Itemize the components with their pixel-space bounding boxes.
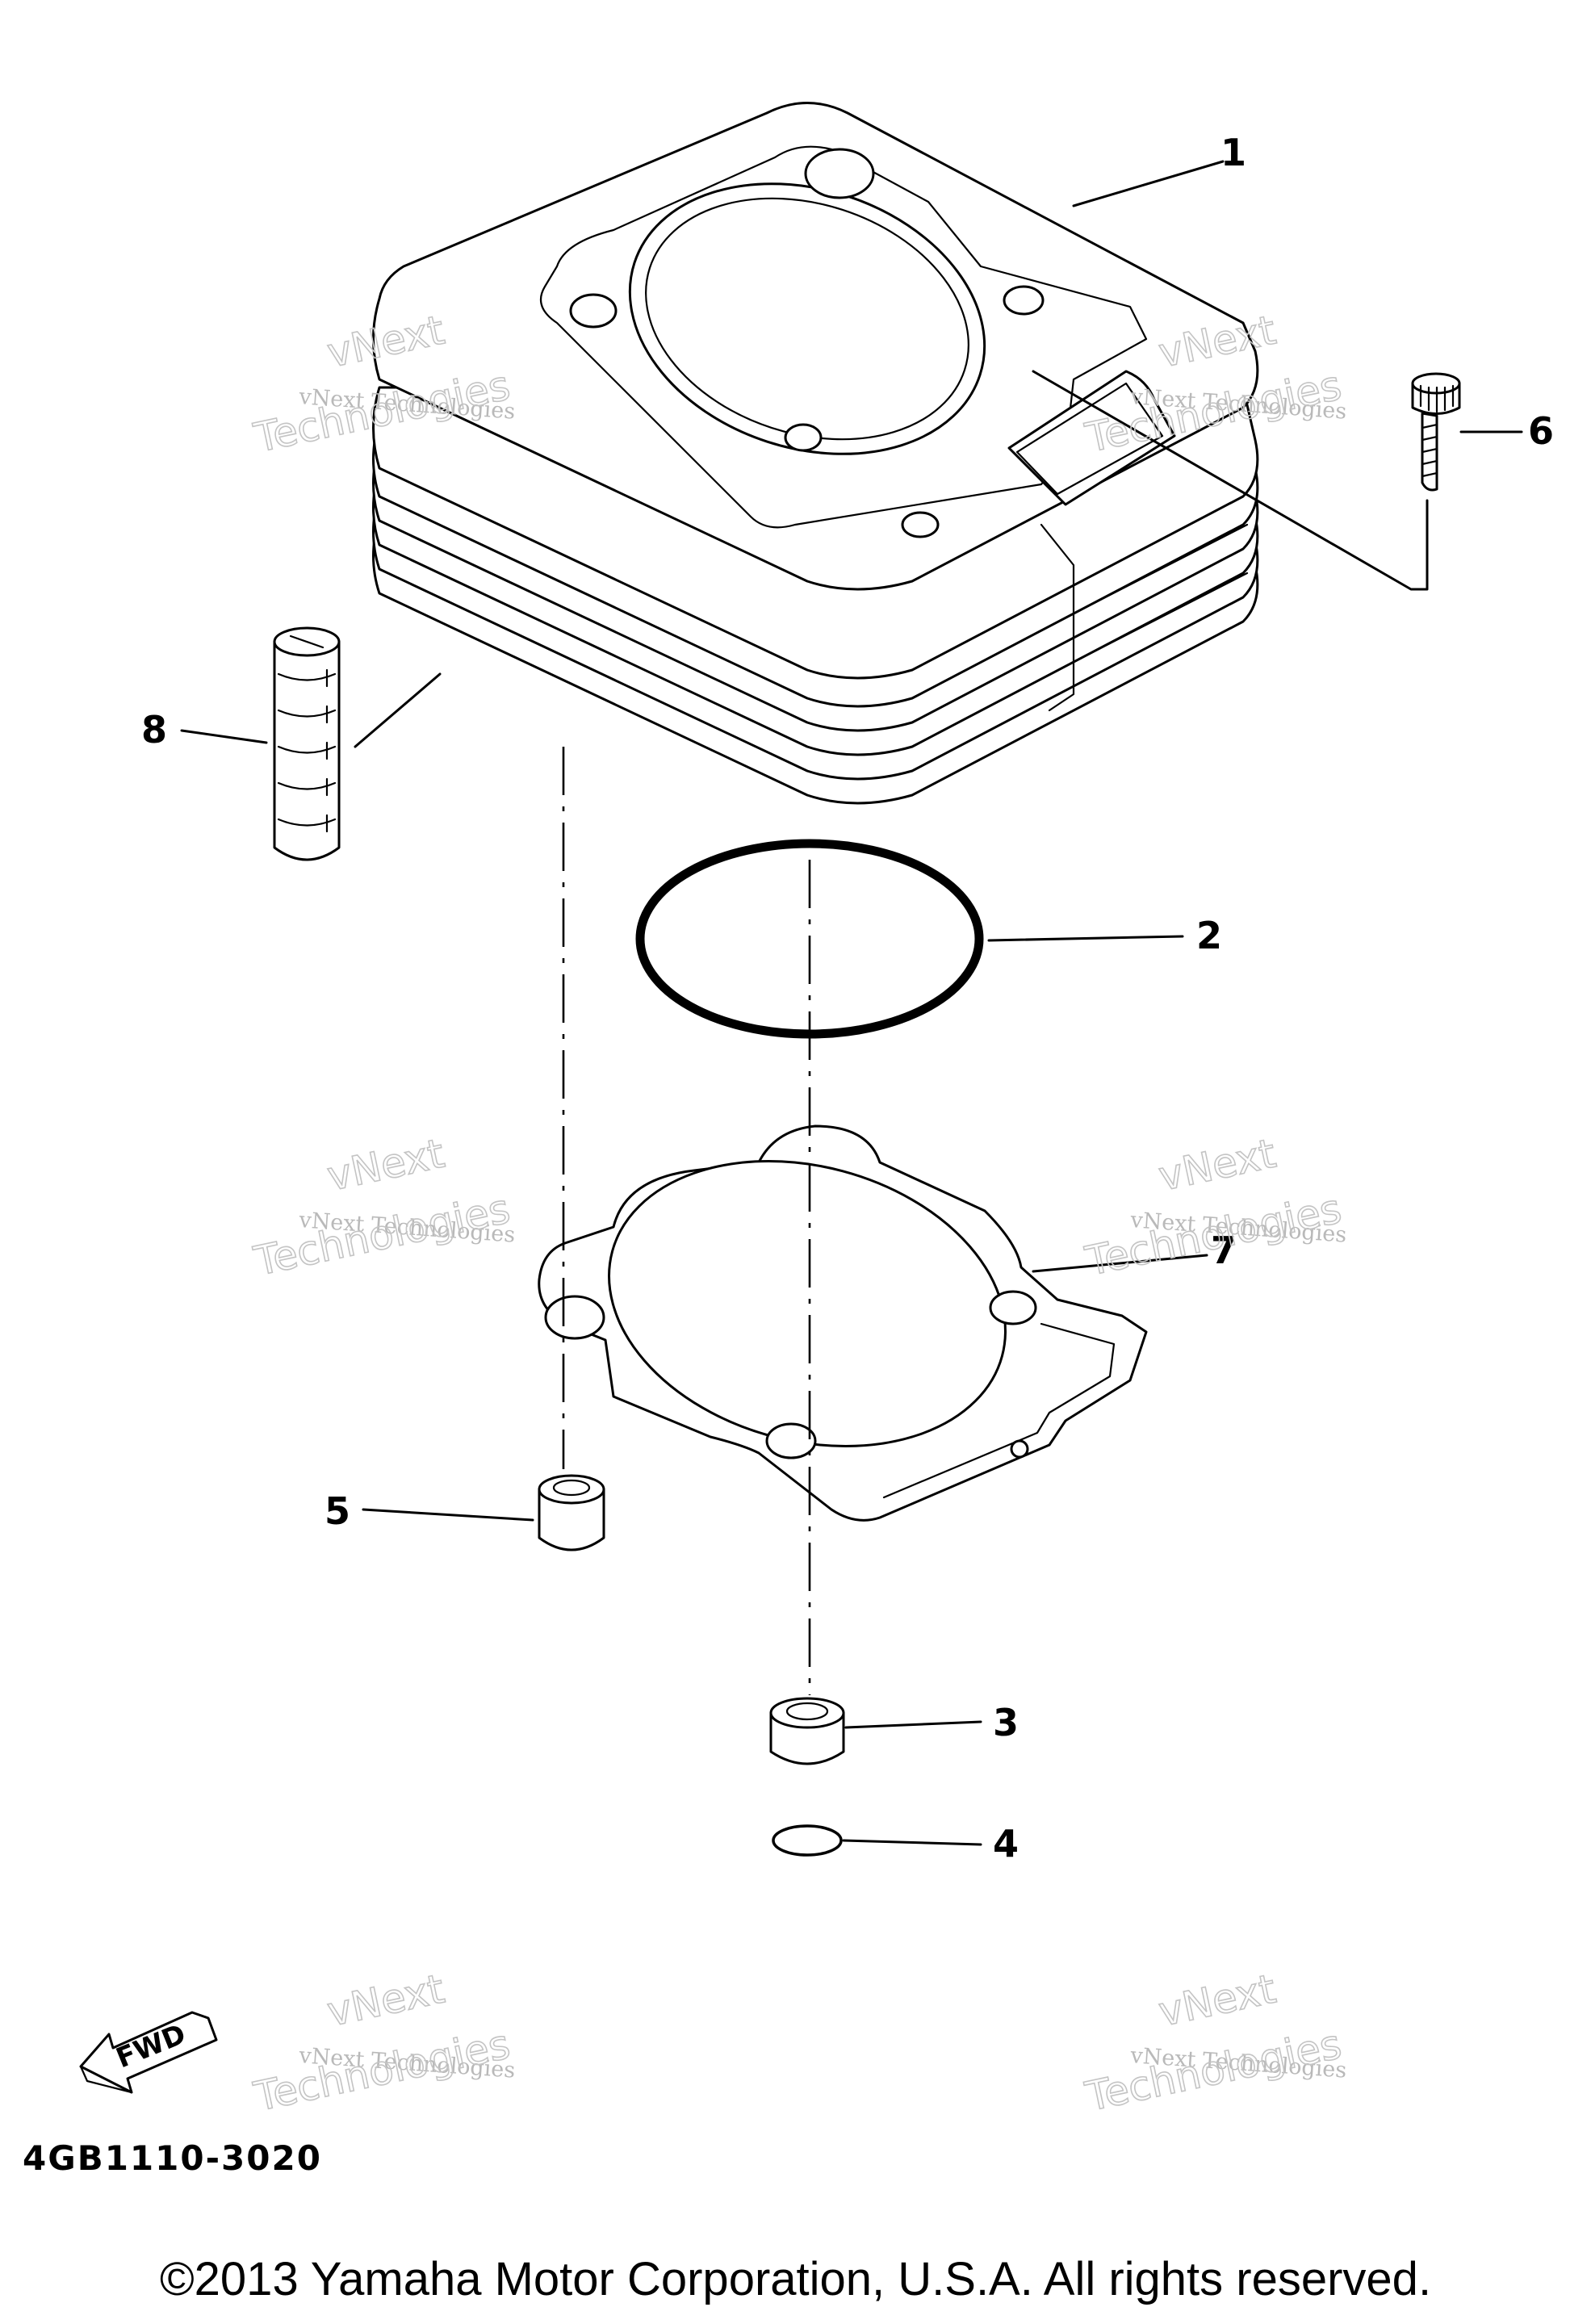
small-o-ring-drawing bbox=[772, 1824, 843, 1857]
callout-3: 3 bbox=[993, 1701, 1019, 1744]
dowel-pin-5-drawing bbox=[538, 1474, 605, 1551]
dowel-pin-3-drawing bbox=[769, 1697, 845, 1765]
callout-1: 1 bbox=[1220, 131, 1246, 174]
bolt-drawing bbox=[1411, 372, 1461, 492]
base-gasket-drawing bbox=[538, 1124, 1148, 1522]
copyright-notice: ©2013 Yamaha Motor Corporation, U.S.A. A… bbox=[159, 2253, 1432, 2305]
callout-8: 8 bbox=[141, 708, 167, 752]
callout-7: 7 bbox=[1211, 1229, 1237, 1272]
assembly-lines bbox=[562, 370, 1429, 1695]
callout-5: 5 bbox=[324, 1489, 350, 1533]
watermark-technologies: Technologies bbox=[249, 2020, 513, 2121]
stud-drawing bbox=[273, 626, 341, 861]
watermark-vnext: vNext bbox=[1154, 1966, 1279, 2036]
fwd-arrow-icon: FWD bbox=[79, 2011, 218, 2094]
watermark-vnext: vNext bbox=[323, 1130, 448, 1200]
watermark-vnext: vNext bbox=[1154, 1130, 1279, 1200]
cylinder-drawing bbox=[372, 102, 1259, 805]
callout-6: 6 bbox=[1528, 409, 1554, 453]
watermark-vnext: vNext bbox=[323, 1966, 448, 2036]
diagram-part-code: 4GB1110-3020 bbox=[23, 2138, 322, 2178]
watermark-technologies: Technologies bbox=[249, 1185, 513, 1285]
leader-lines bbox=[180, 160, 1523, 1846]
callout-4: 4 bbox=[993, 1822, 1019, 1865]
watermark-technologies: Technologies bbox=[1081, 2020, 1345, 2121]
callout-2: 2 bbox=[1196, 914, 1222, 957]
